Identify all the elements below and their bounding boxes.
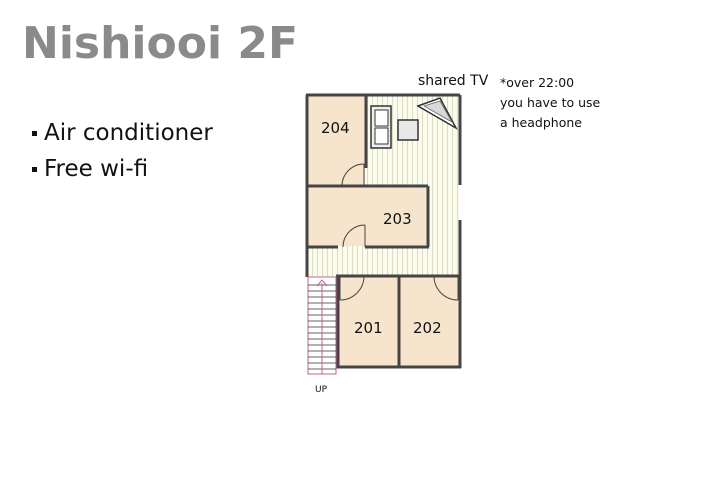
room-202	[399, 276, 459, 367]
arrow-up-icon	[316, 279, 328, 287]
walls	[305, 93, 462, 369]
shared-tv-label: shared TV	[418, 73, 489, 89]
tv-note-line: you have to use	[500, 95, 601, 110]
room-number: 203	[383, 210, 412, 228]
staircase	[307, 276, 337, 375]
tv-note-line: a headphone	[500, 115, 582, 130]
tv-note-line: *over 22:00	[500, 75, 575, 90]
corridor-lower	[308, 246, 459, 276]
doors	[339, 163, 459, 301]
feature-list: Air conditioner Free wi-fi	[32, 120, 213, 192]
feature-label: Air conditioner	[44, 120, 213, 146]
feature-item: Air conditioner	[32, 120, 213, 146]
room-203	[308, 186, 428, 246]
stairs-up-label: UP	[315, 385, 328, 395]
feature-label: Free wi-fi	[44, 156, 149, 182]
room-number: 202	[413, 319, 442, 337]
sofa-icon	[370, 105, 392, 149]
bullet-icon	[32, 166, 37, 172]
room-number: 204	[321, 119, 350, 137]
feature-item: Free wi-fi	[32, 156, 213, 182]
room-number: 201	[354, 319, 383, 337]
page-title: Nishiooi 2F	[22, 18, 299, 69]
room-201	[338, 276, 399, 367]
tv-note: *over 22:00 you have to use a headphone	[500, 73, 600, 133]
table-icon	[397, 119, 419, 141]
bullet-icon	[32, 130, 37, 136]
tv-icon	[416, 97, 458, 130]
room-204	[308, 96, 365, 186]
